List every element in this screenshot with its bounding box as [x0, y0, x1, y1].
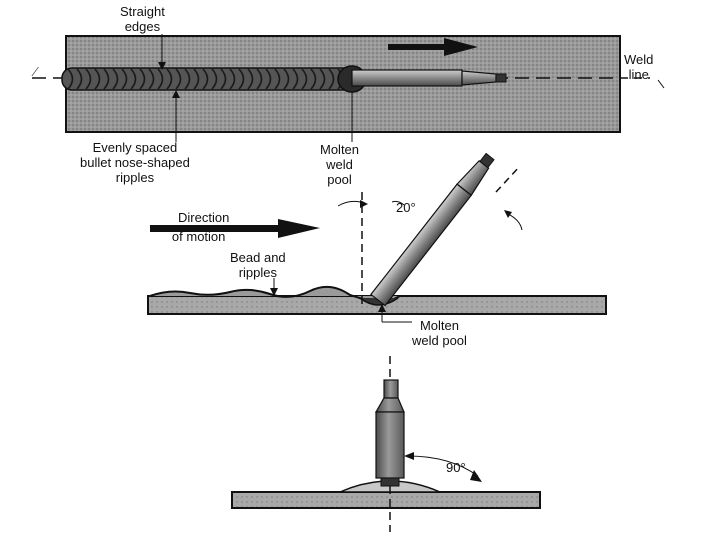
molten-weld-pool-label: Molten weld pool	[412, 318, 467, 348]
ripple	[157, 68, 164, 90]
ripple	[211, 68, 218, 90]
straight-edges-label: Straight edges	[120, 4, 165, 34]
ripple	[67, 68, 74, 90]
ripple	[112, 68, 119, 90]
end-view	[231, 356, 541, 532]
electrode-top	[351, 69, 507, 87]
top-view: ⁄	[31, 34, 665, 142]
ripple	[130, 68, 137, 90]
ripple	[229, 68, 236, 90]
ripple	[202, 68, 209, 90]
ripple	[166, 68, 173, 90]
side-view	[147, 152, 607, 323]
ripple	[175, 68, 182, 90]
ripple	[220, 68, 227, 90]
ripple	[121, 68, 128, 90]
ripple	[94, 68, 101, 90]
ripple	[301, 68, 308, 90]
direction-arrow-side	[150, 219, 320, 238]
ripple	[238, 68, 245, 90]
ripples-label: Evenly spaced bullet nose-shaped ripples	[80, 140, 190, 185]
ripple	[184, 68, 191, 90]
electrode-end	[374, 379, 405, 487]
angle-20-label: 20°	[396, 200, 416, 215]
svg-text:⁄: ⁄	[31, 65, 39, 80]
ripple	[274, 68, 281, 90]
ripple	[328, 68, 335, 90]
bead-and-ripples-label: Bead and ripples	[230, 250, 286, 280]
ripple	[85, 68, 92, 90]
end-plate	[231, 491, 541, 509]
ripple	[265, 68, 272, 90]
ripple	[310, 68, 317, 90]
ripple	[283, 68, 290, 90]
bead-ripples	[67, 68, 344, 90]
ripple	[193, 68, 200, 90]
ripple	[148, 68, 155, 90]
direction-of-motion-label: Direction of motion	[171, 210, 230, 244]
direction-arrow-top	[388, 38, 478, 56]
ripple	[103, 68, 110, 90]
angle-90-label: 90°	[446, 460, 466, 475]
ripple	[139, 68, 146, 90]
ripple	[247, 68, 254, 90]
ripple	[76, 68, 83, 90]
electrode-side	[370, 152, 495, 307]
weld-line-label: Weld line	[624, 52, 654, 82]
molten-pool-top-label: Molten weld pool	[320, 142, 360, 187]
ripple	[256, 68, 263, 90]
ripple	[292, 68, 299, 90]
ripple	[319, 68, 326, 90]
